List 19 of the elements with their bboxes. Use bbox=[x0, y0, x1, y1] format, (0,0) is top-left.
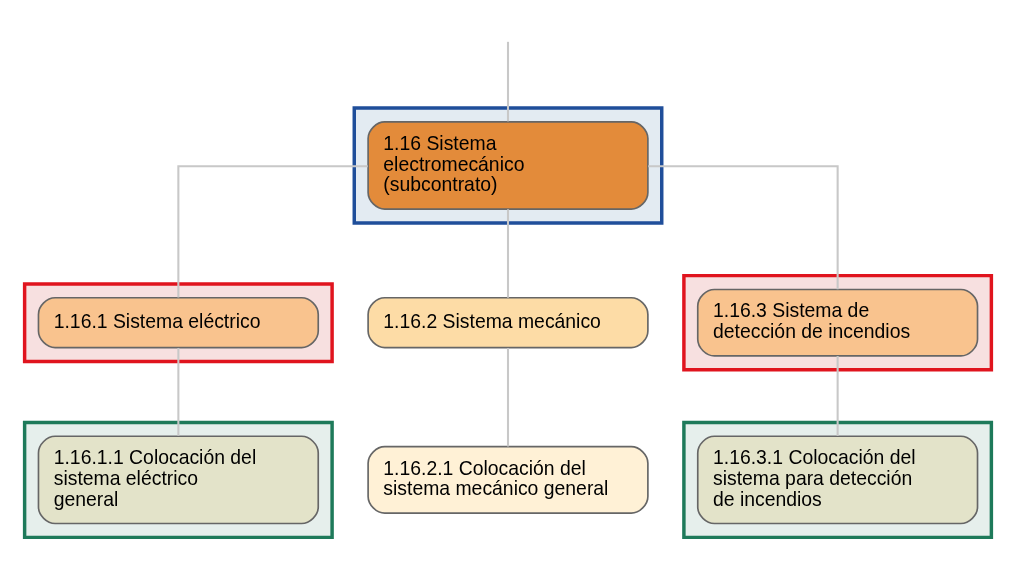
connector bbox=[836, 355, 839, 436]
node-box: 1.16.3.1 Colocación del sistema para detección de incendios bbox=[696, 434, 979, 524]
node-box: 1.16.1.1 Colocación del sistema eléctrico general bbox=[37, 434, 320, 524]
node-box: 1.16.1 Sistema eléctrico bbox=[37, 296, 320, 348]
node-box: 1.16.3 Sistema de detección de incendios bbox=[696, 288, 979, 357]
cluster bbox=[682, 273, 994, 372]
cluster bbox=[22, 281, 334, 363]
connector bbox=[177, 164, 368, 298]
cluster bbox=[682, 420, 994, 539]
cluster bbox=[352, 105, 664, 225]
node-box: 1.16.2.1 Colocación del sistema mecánico general bbox=[367, 445, 649, 514]
node-box: 1.16.2 Sistema mecánico bbox=[367, 296, 649, 348]
connector bbox=[506, 208, 510, 298]
cluster bbox=[22, 420, 334, 539]
connector bbox=[506, 347, 510, 446]
connector bbox=[506, 41, 510, 121]
connector bbox=[648, 164, 839, 289]
node-box: 1.16 Sistema electromecánico (subcontrato) bbox=[367, 120, 649, 210]
connector bbox=[177, 347, 180, 436]
